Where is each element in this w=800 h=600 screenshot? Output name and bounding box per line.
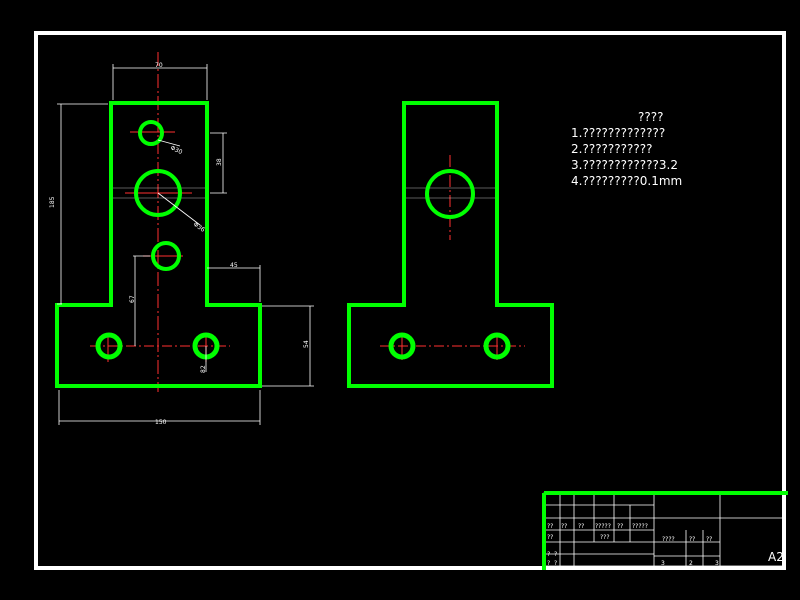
tb-cell: ????? [595, 523, 611, 530]
base-hole-right [483, 332, 511, 360]
tb-cell: ?? [689, 536, 695, 543]
tb-cell: ?? [706, 536, 712, 543]
middle-hole [134, 169, 182, 217]
notes-title: ???? [638, 110, 664, 124]
base-hole-left [95, 332, 123, 360]
tb-cell: ???? [662, 536, 675, 543]
tb-cell: 3 [661, 560, 665, 567]
dim-hole-spacing: 38 [216, 158, 223, 166]
tb-cell: ? [554, 560, 557, 567]
tb-cell: ?? [547, 523, 553, 530]
tb-cell: ? [554, 551, 557, 558]
dim-top-hole-dia: Φ30 [169, 144, 183, 156]
drawing-frame [34, 31, 786, 570]
dim-base-height: 54 [303, 340, 310, 348]
tb-cell: ?? [578, 523, 584, 530]
sheet-size: A2 [768, 550, 784, 564]
tb-cell: ?? [617, 523, 623, 530]
part-outline [347, 101, 554, 388]
dim-left-height: 185 [49, 196, 56, 208]
technical-notes: ???? 1.????????????? 2.??????????? 3.???… [571, 109, 682, 189]
tb-cell: ? [547, 560, 550, 567]
dim-base-width: 150 [155, 419, 167, 426]
tb-cell: 2 [689, 560, 693, 567]
note-item: 4.?????????0.1mm [571, 174, 683, 188]
dim-bottom-hole: 82 [200, 365, 207, 373]
small-hole [151, 241, 181, 271]
top-hole [138, 120, 164, 146]
title-block: ?? ?? ?? ????? ?? ????? ?? ??? ???? ?? ?… [542, 491, 788, 570]
part-outline [55, 101, 262, 388]
dim-top-width: 70 [155, 62, 163, 69]
middle-hole [425, 169, 475, 219]
tb-cell: ????? [632, 523, 648, 530]
tb-cell: ?? [561, 523, 567, 530]
rear-view [347, 101, 554, 388]
note-item: 3.????????????3.2 [571, 158, 678, 172]
tb-cell: 3 [715, 560, 719, 567]
tb-cell: ? [547, 551, 550, 558]
dim-mid-hole-dia: Φ36 [192, 221, 206, 234]
note-item: 1.????????????? [571, 126, 666, 140]
base-hole-left [388, 332, 416, 360]
note-item: 2.??????????? [571, 142, 653, 156]
tb-cell: ??? [600, 534, 610, 541]
dim-right-offset: 45 [230, 262, 238, 269]
dim-hole-mid-offset: 67 [129, 295, 136, 303]
front-view: 70 185 38 45 67 54 150 Φ30 Φ36 82 [49, 52, 314, 426]
tb-cell: ?? [547, 534, 553, 541]
